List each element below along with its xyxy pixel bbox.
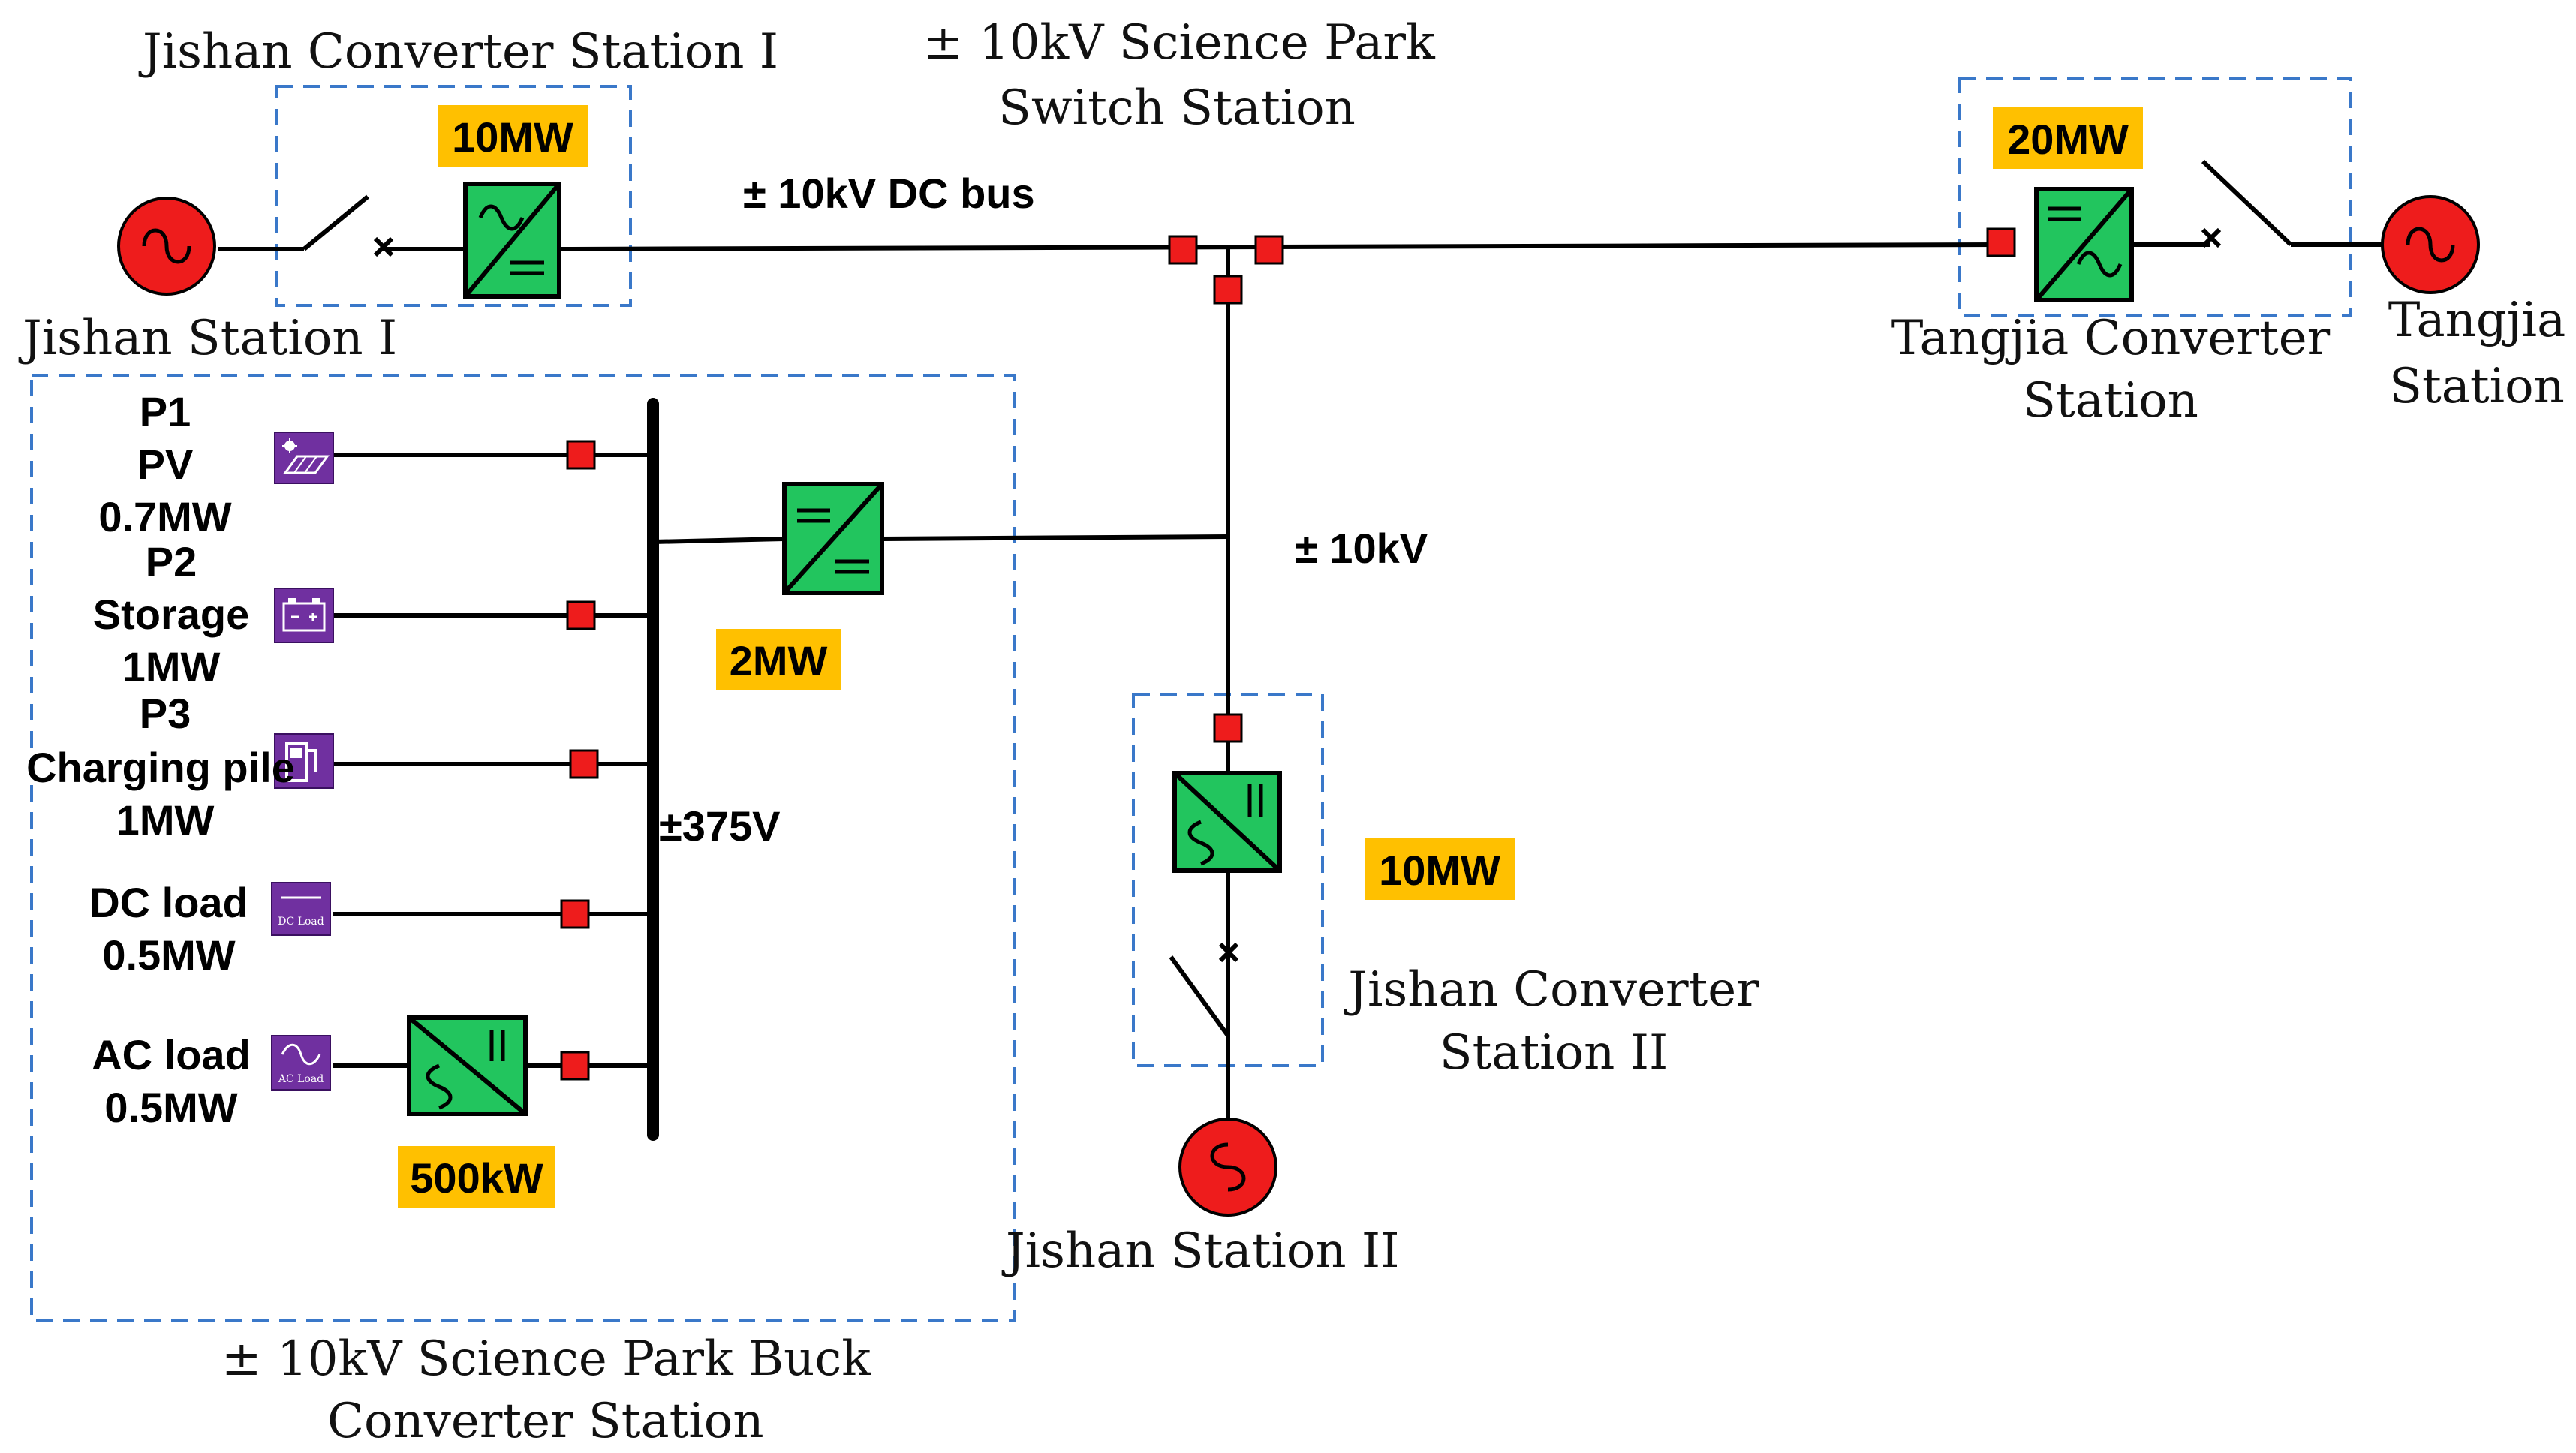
label-lv-bus: ±375V [659,802,781,850]
pv-power: 0.7MW [98,493,231,540]
charging-pile-id: P3 [140,690,191,737]
dc-load-name: DC load [89,879,248,926]
switch-station-node-left [1168,235,1198,265]
storage-node [566,600,596,630]
rating-jishan-converter-2: 10MW [1379,847,1500,894]
tangjia-breaker-switch [2201,159,2293,248]
ac-load-converter [407,1015,528,1116]
pv-name: PV [137,441,194,488]
load-label-pv: P1 PV 0.7MW [98,388,231,540]
label-tangjia-station-line1: Tangjia [2388,293,2566,348]
ac-load-name: AC load [92,1031,251,1078]
storage-power: 1MW [122,643,221,690]
label-buck-station-line2: Converter Station [327,1394,764,1449]
dc-load-icon: DC Load [271,882,331,936]
jishan-converter-2 [1172,771,1282,873]
load-label-storage: P2 Storage 1MW [93,538,250,690]
label-jishan-station-2: Jishan Station II [1001,1223,1399,1279]
switch-station-node-down [1213,275,1243,305]
label-buck-station-line1: ± 10kV Science Park Buck [221,1331,871,1387]
switch-station-node-right [1254,235,1284,265]
rating-tangjia-converter: 20MW [2007,116,2129,163]
charging-pile-power: 1MW [116,796,215,844]
connection-nodes [560,227,2016,1081]
rating-bg-jishan-1 [438,105,588,167]
storage-id: P2 [146,538,197,585]
buck-dc-dc-converter [782,482,884,595]
tangjia-converter [2034,187,2134,302]
dc-load-node [560,899,590,929]
rating-bg-ac-load [398,1146,555,1208]
charging-pile-icon [274,733,334,789]
rating-jishan-converter-1: 10MW [452,113,573,161]
label-jishan-station-1: Jishan Station I [18,311,397,366]
label-branch-voltage: ± 10kV [1295,525,1428,572]
label-tangjia-station-line2: Station [2389,359,2565,414]
buck-station-wires [333,398,1229,1141]
jishan-1-breaker-switch [302,194,394,257]
tangjia-node [1986,227,2016,257]
jishan-converter-station-1-boundary [275,85,632,307]
ac-load-power: 0.5MW [104,1084,237,1131]
load-label-charging-pile: P3 Charging pile 1MW [26,690,295,844]
pv-id: P1 [140,388,191,435]
label-dc-bus: ± 10kV DC bus [743,170,1035,217]
dc-load-power: 0.5MW [102,931,235,979]
jishan-converter-1 [463,182,561,299]
tangjia-station-generator [2381,195,2480,294]
jishan-2-breaker-switch [1169,882,1239,1037]
jishan-station-2-generator [1178,1118,1277,1217]
pv-node [566,440,596,470]
rating-bg-tangjia [1993,107,2143,169]
ac-load-icon: AC Load [271,1035,331,1091]
charging-pile-node [569,749,599,779]
jishan-station-1-generator [117,197,216,296]
label-jishan-converter-2-line2: Station II [1440,1025,1669,1081]
pv-panel-icon [274,432,334,484]
rating-bg-jishan-2 [1365,838,1515,900]
label-switch-station-line1: ± 10kV Science Park [923,15,1436,71]
tangjia-converter-station-boundary [1958,77,2352,317]
label-tangjia-converter-line1: Tangjia Converter [1891,311,2331,366]
buck-converter-station-boundary [30,374,1016,1322]
rating-ac-load-converter: 500kW [410,1154,543,1202]
rating-bg-buck [716,629,841,690]
label-tangjia-converter-line2: Station [2023,373,2198,429]
jishan-2-node [1213,713,1243,743]
label-jishan-converter-station-1: Jishan Converter Station I [138,24,778,80]
label-switch-station-line2: Switch Station [998,80,1356,136]
battery-icon [274,588,334,643]
storage-name: Storage [93,591,250,638]
load-label-ac-load: AC load 0.5MW [92,1031,251,1131]
load-label-dc-load: DC load 0.5MW [89,879,248,979]
rating-buck-converter: 2MW [730,637,828,684]
ac-load-node [560,1051,590,1081]
ac-load-icon-text: AC Load [278,1073,324,1085]
label-jishan-converter-2-line1: Jishan Converter [1344,962,1759,1018]
dc-load-icon-text: DC Load [278,916,324,928]
charging-pile-name: Charging pile [26,744,295,791]
